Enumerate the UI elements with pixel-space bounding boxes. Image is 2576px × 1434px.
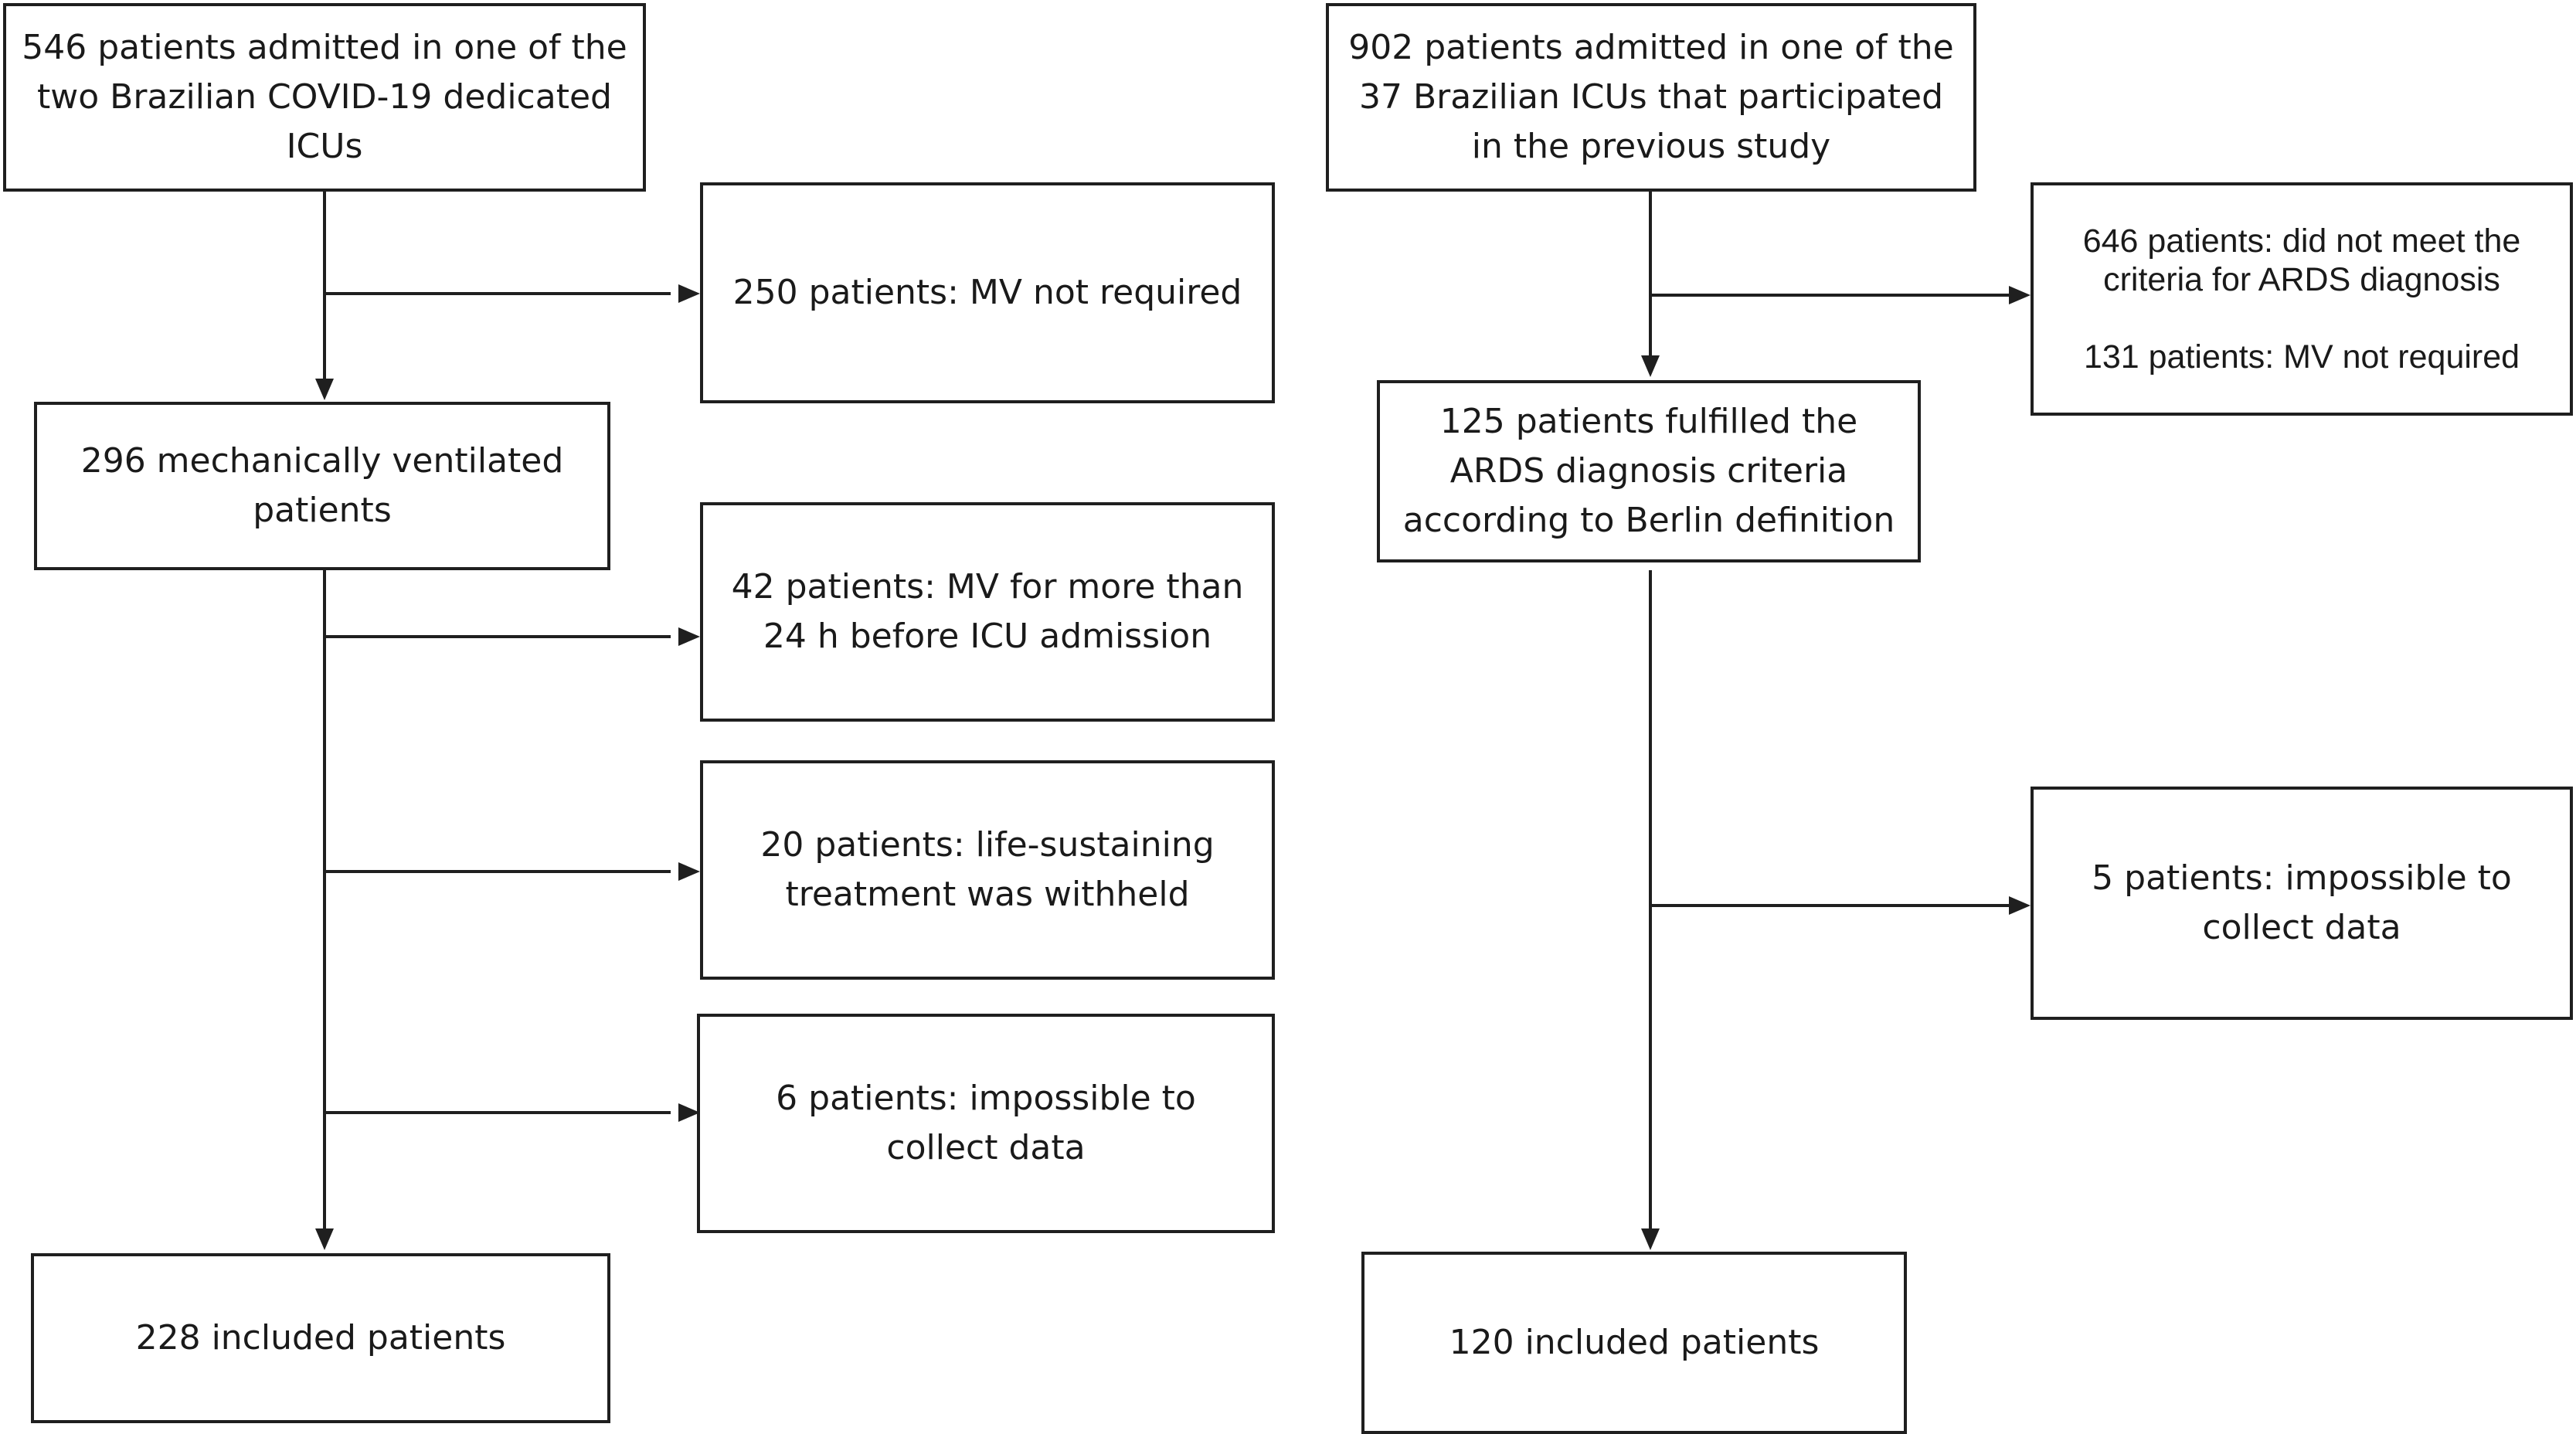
box-line: 296 mechanically ventilated bbox=[80, 441, 564, 481]
arrowhead-down-icon bbox=[1641, 355, 1660, 377]
box-line: two Brazilian COVID-19 dedicated bbox=[37, 77, 612, 117]
left-exclusion-mv-24h-box: 42 patients: MV for more than 24 h befor… bbox=[700, 502, 1275, 722]
arrowhead-right-icon bbox=[678, 627, 700, 646]
arrowhead-down-icon bbox=[315, 379, 334, 400]
box-line: 6 patients: impossible to bbox=[776, 1079, 1196, 1118]
box-line: 646 patients: did not meet the bbox=[2082, 223, 2521, 260]
right-exclusion-impossible-box: 5 patients: impossible to collect data bbox=[2031, 787, 2573, 1020]
right-start-box: 902 patients admitted in one of the 37 B… bbox=[1326, 3, 1976, 192]
left-exclusion-mv-not-required-box: 250 patients: MV not required bbox=[700, 182, 1275, 403]
box-line: 131 patients: MV not required bbox=[2083, 338, 2520, 375]
left-start-box: 546 patients admitted in one of the two … bbox=[3, 3, 646, 192]
arrowhead-right-icon bbox=[2009, 286, 2031, 304]
right-exclusion-ards-mv-box: 646 patients: did not meet the criteria … bbox=[2031, 182, 2573, 416]
right-ards-box: 125 patients fulfilled the ARDS diagnosi… bbox=[1377, 380, 1921, 562]
box-line: 5 patients: impossible to bbox=[2092, 858, 2512, 898]
arrowhead-right-icon bbox=[2009, 896, 2031, 915]
box-line: ARDS diagnosis criteria bbox=[1449, 451, 1848, 491]
box-line: 902 patients admitted in one of the bbox=[1348, 28, 1954, 67]
box-line: 125 patients fulfilled the bbox=[1439, 402, 1858, 441]
left-exclusion-life-sustaining-box: 20 patients: life-sustaining treatment w… bbox=[700, 760, 1275, 980]
box-line: collect data bbox=[886, 1128, 1086, 1167]
arrowhead-right-icon bbox=[678, 284, 700, 303]
box-line: in the previous study bbox=[1471, 127, 1831, 166]
box-line: 228 included patients bbox=[135, 1318, 506, 1358]
box-line: collect data bbox=[2202, 908, 2401, 947]
box-line: criteria for ARDS diagnosis bbox=[2103, 261, 2500, 298]
right-included-box: 120 included patients bbox=[1361, 1252, 1907, 1434]
box-line: 546 patients admitted in one of the bbox=[22, 28, 627, 67]
box-line: ICUs bbox=[286, 127, 363, 166]
box-line: 24 h before ICU admission bbox=[763, 617, 1212, 656]
arrowhead-down-icon bbox=[315, 1228, 334, 1250]
box-line: patients bbox=[253, 491, 392, 530]
left-ventilated-box: 296 mechanically ventilated patients bbox=[34, 402, 610, 570]
arrowhead-down-icon bbox=[1641, 1228, 1660, 1250]
arrowhead-right-icon bbox=[678, 1103, 700, 1122]
left-included-box: 228 included patients bbox=[31, 1253, 610, 1423]
box-line: 42 patients: MV for more than bbox=[731, 567, 1244, 607]
box-line: 37 Brazilian ICUs that participated bbox=[1359, 77, 1943, 117]
box-line: according to Berlin definition bbox=[1402, 501, 1895, 540]
box-line: 250 patients: MV not required bbox=[732, 273, 1242, 312]
arrowhead-right-icon bbox=[678, 862, 700, 881]
box-line: 120 included patients bbox=[1449, 1323, 1820, 1362]
left-exclusion-impossible-box: 6 patients: impossible to collect data bbox=[697, 1014, 1275, 1233]
box-line: treatment was withheld bbox=[785, 875, 1190, 914]
box-line: 20 patients: life-sustaining bbox=[760, 825, 1215, 865]
